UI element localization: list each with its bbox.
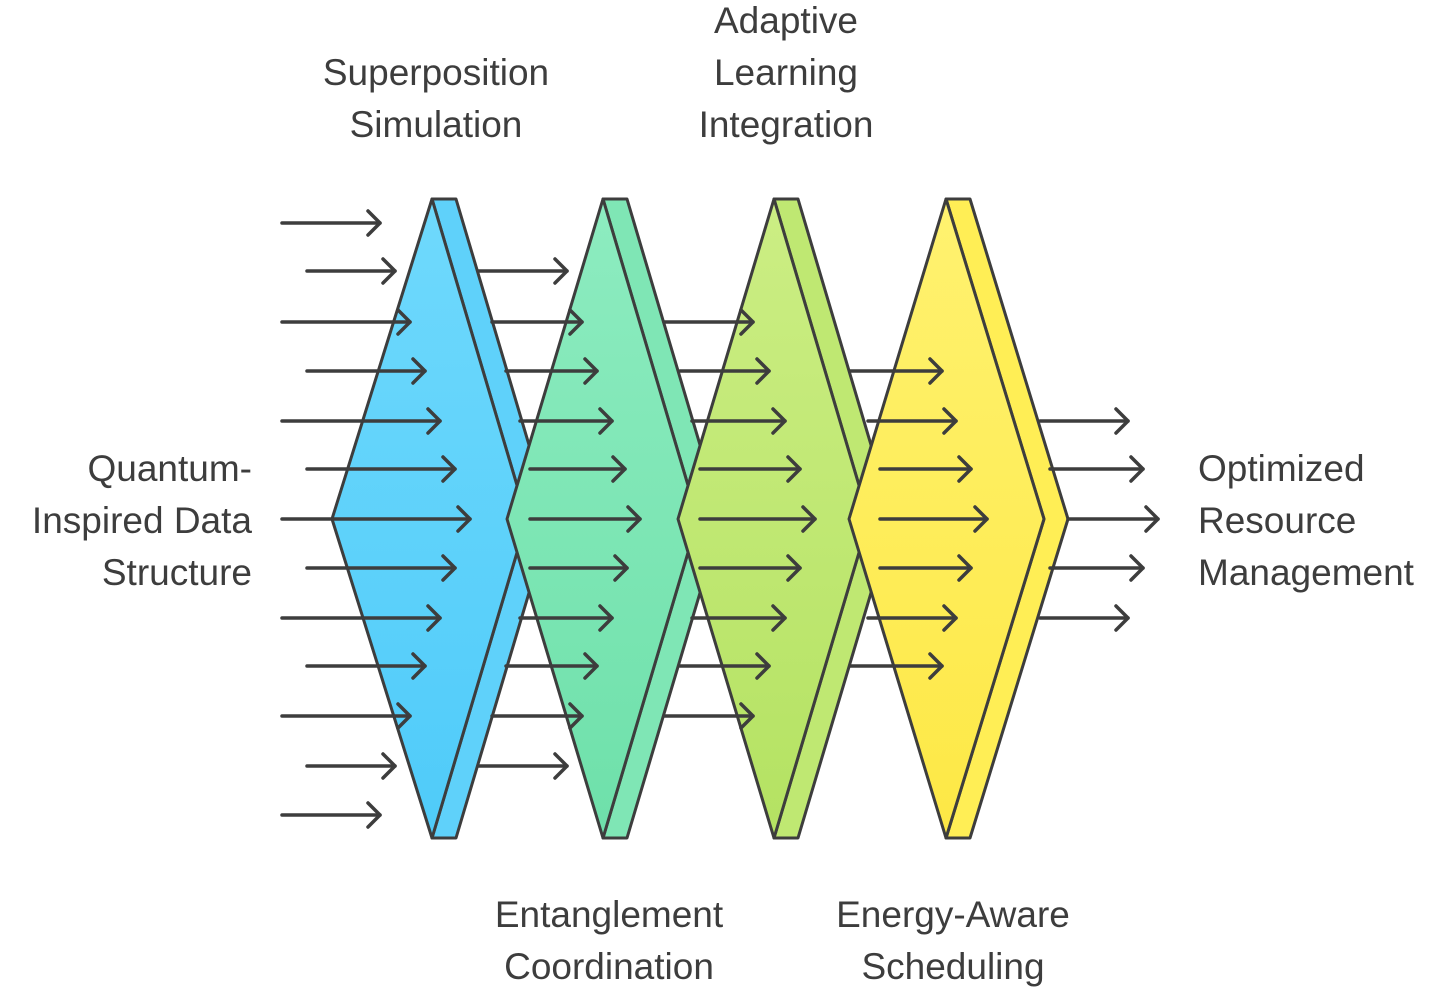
input-arrow xyxy=(305,652,427,680)
input-arrow xyxy=(280,604,442,632)
output-arrow xyxy=(1048,554,1145,582)
transfer-arrow-2-3 xyxy=(698,455,802,483)
output-label: Optimized Resource Management xyxy=(1198,448,1414,593)
transfer-arrow-2-3 xyxy=(678,652,771,680)
input-arrow xyxy=(305,357,427,385)
transfer-arrow-2-3 xyxy=(698,554,802,582)
transfer-arrow-3-4 xyxy=(848,652,944,680)
transfer-arrow-3-4 xyxy=(878,505,989,533)
transfer-arrow-2-3 xyxy=(662,702,755,730)
input-arrow xyxy=(280,505,472,533)
transfer-arrow-1-2 xyxy=(490,308,584,336)
input-label: Quantum- Inspired Data Structure xyxy=(31,448,252,593)
transfer-arrow-3-4 xyxy=(878,554,973,582)
transfer-arrow-1-2 xyxy=(504,652,599,680)
input-arrow xyxy=(280,209,382,237)
input-arrow xyxy=(280,801,382,829)
input-arrow xyxy=(305,554,457,582)
transfer-arrow-2-3 xyxy=(690,604,787,632)
stage-label-superposition: Superposition Simulation xyxy=(322,52,550,145)
input-arrow xyxy=(305,455,457,483)
transfer-arrow-1-2 xyxy=(476,752,569,780)
transfer-arrow-1-2 xyxy=(490,702,584,730)
stage-label-energy-aware: Energy-Aware Scheduling xyxy=(836,894,1070,987)
transfer-arrow-2-3 xyxy=(690,407,787,435)
transfer-arrow-2-3 xyxy=(698,505,817,533)
transfer-arrow-1-2 xyxy=(518,407,614,435)
transfer-arrow-3-4 xyxy=(848,357,944,385)
transfer-arrow-1-2 xyxy=(528,455,627,483)
input-arrow xyxy=(305,752,397,780)
transfer-arrow-1-2 xyxy=(528,554,629,582)
input-arrow xyxy=(280,407,442,435)
output-arrow xyxy=(1038,604,1130,632)
input-arrow xyxy=(305,257,397,285)
transfer-arrow-1-2 xyxy=(528,505,642,533)
input-arrow xyxy=(280,308,412,336)
transfer-arrow-3-4 xyxy=(866,604,958,632)
transfer-arrow-1-2 xyxy=(504,357,599,385)
input-arrow xyxy=(280,702,412,730)
transfer-arrow-3-4 xyxy=(878,455,973,483)
transfer-arrow-1-2 xyxy=(476,257,569,285)
stage-label-entanglement: Entanglement Coordination xyxy=(494,894,724,987)
transfer-arrow-2-3 xyxy=(662,308,755,336)
transfer-arrow-3-4 xyxy=(866,407,958,435)
output-arrow xyxy=(1066,505,1160,533)
output-arrow xyxy=(1048,455,1145,483)
output-arrow xyxy=(1038,407,1130,435)
transfer-arrow-2-3 xyxy=(678,357,771,385)
stage-label-adaptive-learning: Adaptive Learning Integration xyxy=(698,0,874,145)
transfer-arrow-1-2 xyxy=(518,604,614,632)
